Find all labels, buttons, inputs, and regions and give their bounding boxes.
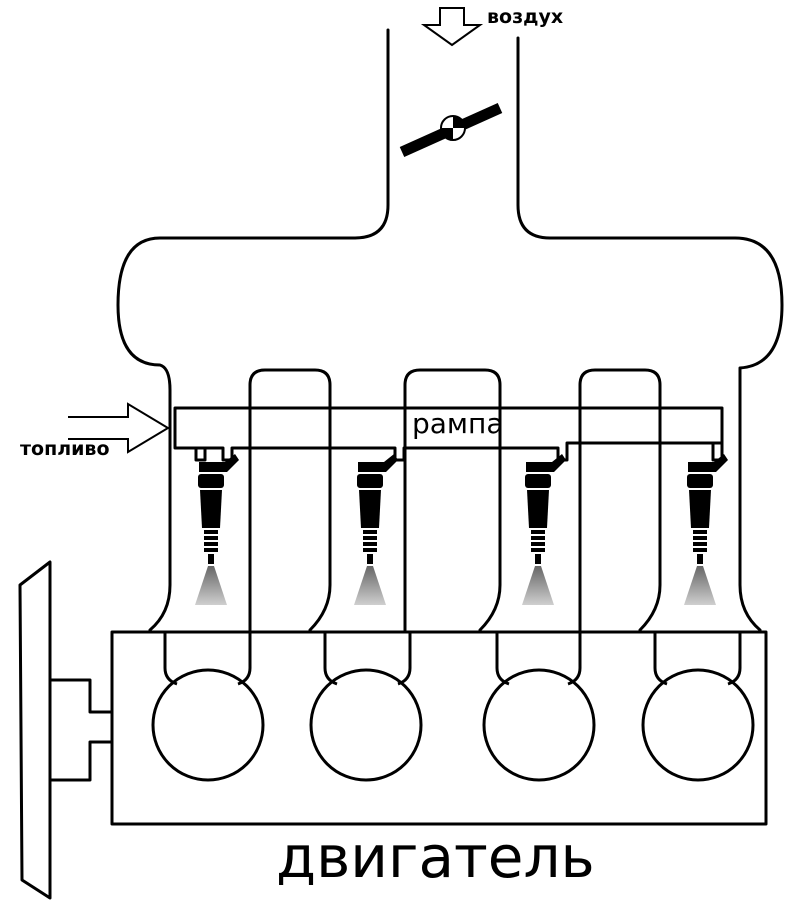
injector [195,454,239,605]
fuel-rail-left-stub [194,446,207,462]
cylinder [482,632,596,782]
fuel-spray [684,566,716,605]
runner-3-4-wall [578,368,662,632]
cylinder [309,632,423,782]
air-arrow-icon [420,7,484,47]
injector [684,454,728,605]
injector [354,454,398,605]
fuel-rail [173,406,724,462]
injectors [195,454,728,605]
runner-1-2-wall [248,368,332,632]
flywheel-hub [48,678,114,782]
injector [522,454,566,605]
engine-block [110,630,768,826]
fuel-spray [354,566,386,605]
fuel-spray [195,566,227,605]
fuel-arrow-icon [68,402,170,454]
runner-2-3-wall [403,368,502,632]
cylinders [151,632,755,782]
air-label: воздух [487,6,563,28]
fuel-spray [522,566,554,605]
intake-manifold-outline-right [516,36,784,632]
intake-manifold-outline [116,28,390,632]
flywheel [18,560,52,900]
fuel-label: топливо [20,438,110,460]
engine-label: двигатель [276,823,595,891]
cylinder [641,632,755,782]
cylinder [151,632,265,782]
rail-label: рампа [412,407,504,440]
throttle-valve [399,102,503,158]
